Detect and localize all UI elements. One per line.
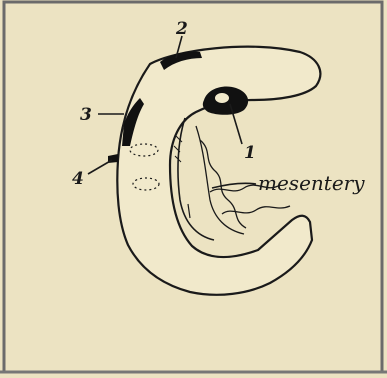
label-3: 3 bbox=[80, 105, 92, 125]
label-1: 1 bbox=[244, 143, 256, 163]
label-4: 4 bbox=[72, 169, 84, 189]
label-mesentery: mesentery bbox=[258, 171, 365, 195]
duct-highlight bbox=[215, 93, 229, 103]
label-2: 2 bbox=[175, 19, 188, 39]
